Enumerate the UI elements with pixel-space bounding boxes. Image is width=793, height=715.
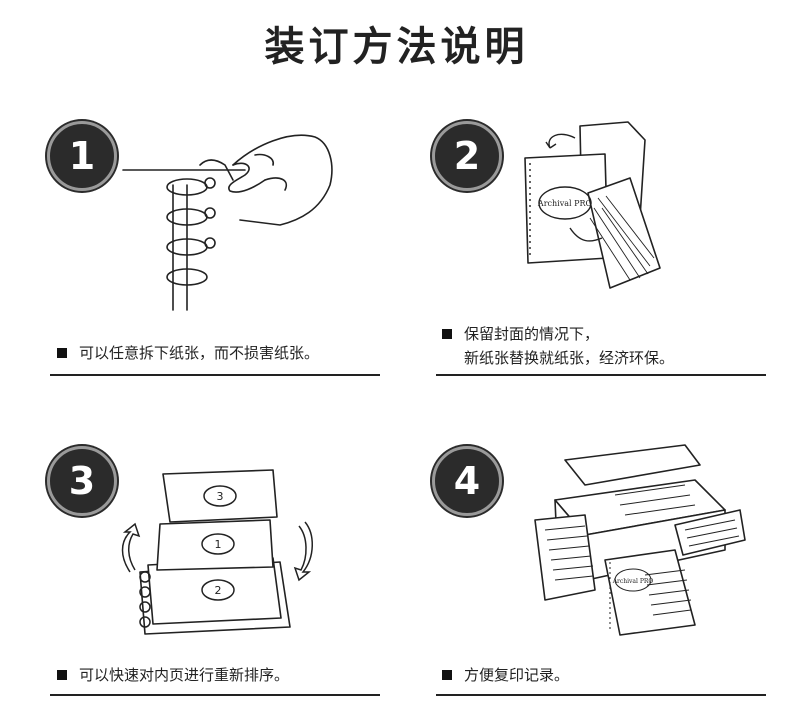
bullet-square-icon xyxy=(57,348,67,358)
hand-removing-page-illustration xyxy=(122,134,333,311)
step-4-line-1: 方便复印记录。 xyxy=(464,666,570,684)
bullet-square-icon xyxy=(442,329,452,339)
step-1-caption: 可以任意拆下纸张，而不损害纸张。 xyxy=(57,341,319,365)
step-3-line-1: 可以快速对内页进行重新排序。 xyxy=(79,666,290,684)
bullet-square-icon xyxy=(442,670,452,680)
step-4-caption: 方便复印记录。 xyxy=(442,663,569,687)
page-title: 装订方法说明 xyxy=(264,24,529,70)
bullet-square-icon xyxy=(57,670,67,680)
step-3-divider xyxy=(50,694,380,696)
step-1-divider xyxy=(50,374,380,376)
step-2-badge: 2 xyxy=(432,121,502,191)
step-1-badge: 1 xyxy=(47,121,117,191)
page-mark-top: 3 xyxy=(217,490,224,503)
step-2-caption: 保留封面的情况下， 新纸张替换就纸张，经济环保。 xyxy=(442,322,674,370)
notebook-brand-label: Archival PRO xyxy=(537,199,593,208)
copier-illustration: Archival PRO xyxy=(534,444,746,636)
copier-notebook-brand-label: Archival PRO xyxy=(612,578,654,585)
replace-pages-illustration: Archival PRO xyxy=(524,121,661,289)
step-1-line-1: 可以任意拆下纸张，而不损害纸张。 xyxy=(79,344,320,362)
step-2-divider xyxy=(436,374,766,376)
step-4-badge: 4 xyxy=(432,446,502,516)
step-3-badge: 3 xyxy=(47,446,117,516)
page-mark-middle: 1 xyxy=(215,538,222,551)
step-2-line-1: 保留封面的情况下， xyxy=(464,325,600,343)
step-3-caption: 可以快速对内页进行重新排序。 xyxy=(57,663,289,687)
step-4-divider xyxy=(436,694,766,696)
reorder-pages-illustration: 3 1 2 xyxy=(121,469,313,635)
page-mark-bottom: 2 xyxy=(215,584,222,597)
step-2-line-2: 新纸张替换就纸张，经济环保。 xyxy=(464,349,675,367)
